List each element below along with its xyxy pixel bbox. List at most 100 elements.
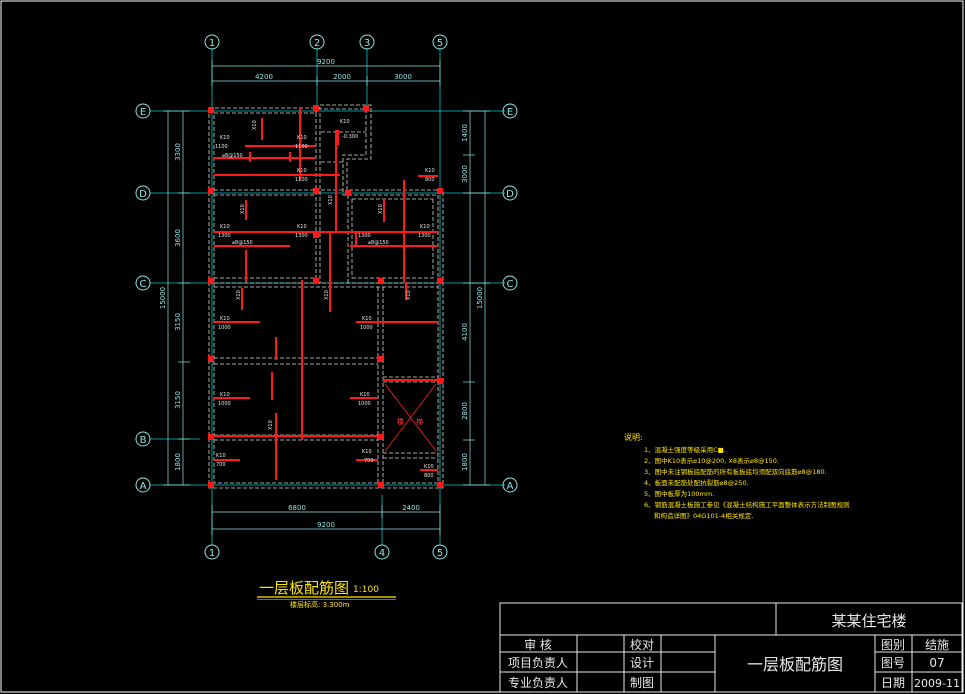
role-checker: 校对 [630, 637, 654, 652]
level-mark: -0.300 [342, 134, 358, 140]
rebar-label: 1300 [418, 233, 431, 239]
rebar-label: K10 [297, 135, 307, 141]
rebar-label: K10 [340, 119, 350, 125]
rebar-label: K10 [216, 453, 226, 459]
axis-label-top-2: 2 [314, 38, 320, 49]
dim-right-seg-3: 4100 [461, 323, 469, 341]
dim-right-seg-4: 2800 [461, 402, 469, 420]
axis-label-right-C: C [507, 279, 514, 290]
dim-top-total: 9200 [317, 58, 335, 66]
rebar-label: 1000 [218, 325, 231, 331]
rebar-label: 1100 [215, 144, 228, 150]
sheet-title: 一层板配筋图 [747, 655, 843, 674]
design-notes: 说明: 1、混凝土强度等级采用C■. 2、图中K10表示⌀10@200, X8表… [624, 432, 850, 520]
title-block-texts: 某某住宅楼 一层板配筋图 审 核 校对 项目负责人 设计 专业负责人 制图 图别… [508, 612, 960, 690]
rebar-label: X10 [268, 420, 274, 430]
dimension-texts: 9200 4200 2000 3000 6800 2400 9200 3300 … [159, 58, 484, 529]
dim-left-seg-5: 1800 [174, 453, 182, 471]
dim-bottom-seg-2: 2400 [402, 504, 420, 512]
rebar-label: X10 [324, 290, 330, 300]
dim-top-seg-3: 3000 [394, 73, 412, 81]
number-label: 图号 [881, 656, 905, 670]
rebar-label: K10 [220, 135, 230, 141]
axis-label-left-B: B [140, 435, 147, 446]
axis-bubbles-right: E D C A [502, 103, 518, 493]
rebar-label: K10 [297, 224, 307, 230]
rebar-label: 1300 [358, 233, 371, 239]
column-markers [208, 105, 443, 488]
rebar-labels: K10 1100 K10 1100 ⌀8@150 K10 1100 K10 13… [215, 119, 435, 479]
axis-label-right-D: D [506, 189, 514, 200]
dim-left-seg-3: 3150 [174, 313, 182, 331]
axis-label-left-E: E [140, 107, 146, 118]
rebar-label: 800 [425, 177, 435, 183]
rebar-label: K10 [425, 168, 435, 174]
role-designer: 设计 [630, 656, 654, 670]
axis-label-top-1: 1 [209, 38, 215, 49]
axis-bubbles-top: 1 2 3 5 [204, 34, 448, 50]
dim-left-seg-1: 3300 [174, 143, 182, 161]
rebar-label: K10 [424, 464, 434, 470]
dim-right-total: 15000 [476, 287, 484, 309]
role-discipline-lead: 专业负责人 [508, 675, 568, 690]
rebar-label: K10 [360, 392, 370, 398]
axis-label-top-3: 3 [364, 38, 370, 49]
axis-label-left-D: D [139, 189, 147, 200]
floor-level: 楼层标高: 3.300m [290, 600, 350, 609]
role-drafter: 制图 [630, 676, 654, 690]
rebar-label: X10 [406, 290, 412, 300]
rebar-label: 800 [424, 473, 434, 479]
rebar-label: 1100 [295, 144, 308, 150]
role-project-lead: 项目负责人 [508, 656, 568, 670]
stair-label-right: 梯 [416, 417, 423, 426]
rebar-label: ⌀8@150 [368, 240, 389, 246]
stair-label-left: 楼 [397, 417, 404, 426]
project-name: 某某住宅楼 [831, 612, 906, 630]
rebar-label: 1100 [295, 177, 308, 183]
rebar-label: K10 [297, 168, 307, 174]
rebar-label: X10 [240, 204, 246, 214]
rebar-label: X10 [236, 290, 242, 300]
title-block [499, 602, 963, 693]
dim-left-seg-4: 3150 [174, 391, 182, 409]
rebar-label: 700 [216, 462, 226, 468]
notes-item: 2、图中K10表示⌀10@200, X8表示⌀8@150. [644, 456, 779, 465]
axis-label-bottom-5: 5 [437, 548, 443, 559]
dim-left-total: 15000 [159, 287, 167, 309]
notes-item: 5、图中板厚为100mm. [644, 489, 714, 498]
date-value: 2009-11 [914, 677, 960, 690]
rebar-label: K10 [220, 316, 230, 322]
rebar-label: 1000 [218, 401, 231, 407]
rebar-label: X10 [378, 204, 384, 214]
date-label: 日期 [881, 676, 905, 690]
axis-label-left-A: A [140, 481, 147, 492]
rebar-label: 1300 [218, 233, 231, 239]
notes-item: 1、混凝土强度等级采用C■. [644, 445, 726, 454]
axis-label-right-A: A [507, 481, 514, 492]
dim-top-seg-1: 4200 [255, 73, 273, 81]
dim-bottom-seg-1: 6800 [288, 504, 306, 512]
drawing-scale: 1:100 [353, 585, 379, 595]
notes-item: 和构造详图》04G101-4相关规定. [654, 511, 753, 520]
rebar-label: ⌀8@150 [222, 153, 243, 159]
rebar-label: 1000 [358, 401, 371, 407]
role-reviewer: 审 核 [524, 637, 552, 652]
dim-left-seg-2: 3600 [174, 229, 182, 247]
category-value: 结施 [925, 638, 949, 652]
stair-symbol [384, 383, 437, 452]
axis-label-left-C: C [140, 279, 147, 290]
rebar-label: ⌀8@150 [232, 240, 253, 246]
dim-top-seg-2: 2000 [333, 73, 351, 81]
dim-bottom-total: 9200 [317, 521, 335, 529]
dim-right-seg-1: 1400 [461, 124, 469, 142]
rebar-label: K10 [220, 392, 230, 398]
axis-bubbles-left: E D C B A [135, 103, 151, 493]
rebar-label: X10 [252, 120, 258, 130]
axis-label-bottom-4: 4 [379, 548, 385, 559]
axis-label-right-E: E [507, 107, 513, 118]
notes-item: 4、板面未配筋处配抗裂筋⌀8@250. [644, 478, 749, 487]
axis-label-bottom-1: 1 [209, 548, 215, 559]
dim-right-seg-5: 1800 [461, 453, 469, 471]
rebar-label: 700 [364, 458, 374, 464]
